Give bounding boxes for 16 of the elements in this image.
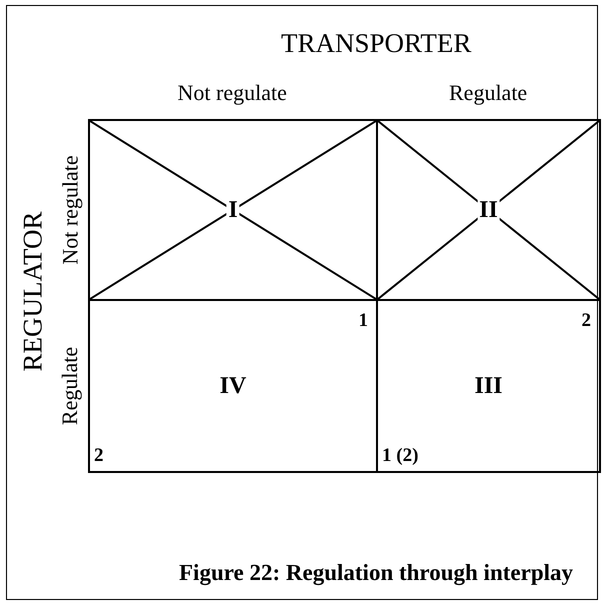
matrix-cell bbox=[88, 299, 378, 473]
corner-number: 2 bbox=[94, 446, 104, 465]
column-header: Not regulate bbox=[178, 82, 287, 104]
quadrant-numeral: IV bbox=[218, 374, 248, 398]
row-header: Regulate bbox=[59, 346, 82, 426]
matrix-cell bbox=[376, 299, 601, 473]
axis-title: REGULATOR bbox=[20, 211, 46, 371]
corner-number: 1 bbox=[358, 311, 368, 330]
row-header: Not regulate bbox=[59, 155, 82, 265]
column-header: Regulate bbox=[449, 82, 528, 104]
corner-number: 2 bbox=[582, 311, 591, 330]
axis-title: TRANSPORTER bbox=[281, 30, 472, 56]
quadrant-numeral: II bbox=[477, 198, 500, 222]
figure-caption: Figure 22: Regulation through interplay bbox=[179, 561, 573, 584]
quadrant-numeral: III bbox=[473, 374, 504, 398]
corner-number: 1 (2) bbox=[382, 446, 418, 465]
